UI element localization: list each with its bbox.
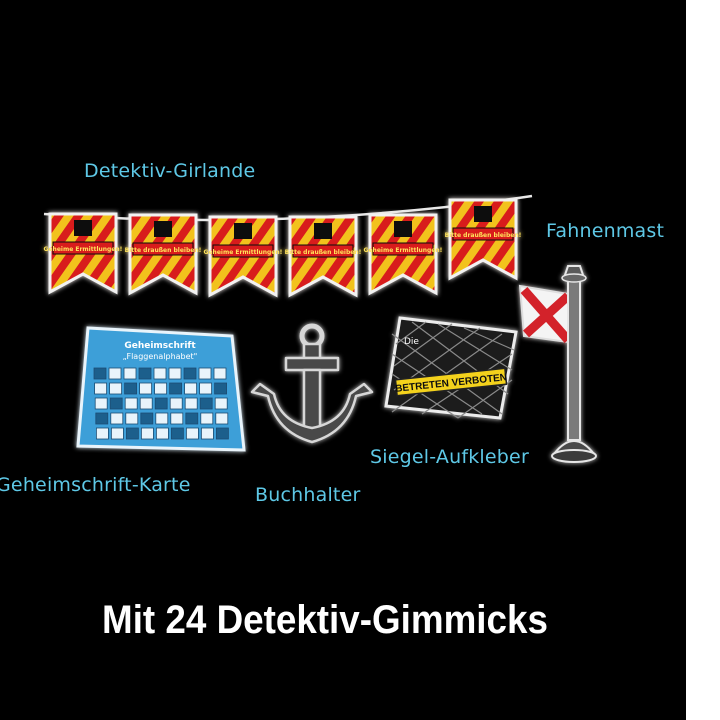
cipher-cell (168, 367, 182, 380)
cipher-cell (215, 412, 229, 425)
anchor-icon (250, 323, 374, 444)
cipher-cell (138, 367, 152, 380)
cipher-cell (214, 397, 228, 410)
pole-icon (567, 279, 581, 441)
cipher-cell (214, 382, 228, 395)
cipher-cell (184, 382, 197, 395)
cipher-cell (156, 427, 169, 440)
detective-garland: Geheime Ermittlungen!Bitte draußen bleib… (44, 194, 533, 298)
cipher-cell (109, 382, 122, 395)
cipher-cell (109, 397, 123, 410)
pennant-banner-text: Geheime Ermittlungen! (364, 247, 443, 254)
headline: Mit 24 Detektiv-Gimmicks (102, 598, 548, 642)
cipher-cell (95, 412, 109, 425)
pennant-banner-text: Bitte draußen bleiben! (125, 247, 202, 254)
anchor-bookend-item (250, 323, 374, 444)
cipher-cell (200, 412, 214, 425)
cipher-cell (170, 412, 184, 425)
cipher-cell (169, 397, 183, 410)
pennant: Geheime Ermittlungen! (44, 212, 123, 295)
pennant-banner-text: Bitte draußen bleiben! (285, 249, 362, 256)
seal-sticker-item: Die BETRETEN VERBOTEN (384, 316, 518, 420)
cipher-cell (126, 427, 139, 440)
cipher-cell (183, 367, 197, 380)
cipher-cell (154, 382, 167, 395)
cipher-cell (124, 397, 138, 410)
cipher-cell (169, 382, 182, 395)
cipher-card-item: Geheimschrift „Flaggenalphabet" (76, 326, 246, 452)
cipher-cell (139, 382, 152, 395)
pennant: Geheime Ermittlungen! (204, 215, 283, 298)
cipher-cell (155, 412, 169, 425)
cipher-cell (124, 382, 137, 395)
pennant: Bitte draußen bleiben! (445, 198, 522, 281)
cipher-cell (199, 397, 213, 410)
label-seal-sticker: Siegel-Aufkleber (370, 446, 529, 468)
cipher-cell (110, 412, 124, 425)
pennant-banner-text: Bitte draußen bleiben! (445, 232, 522, 239)
pennant: Bitte draußen bleiben! (125, 213, 202, 296)
cipher-cell (93, 367, 107, 380)
cipher-cell (140, 412, 154, 425)
label-bookend: Buchhalter (255, 484, 361, 506)
cipher-cell (215, 427, 229, 440)
cipher-cell (199, 382, 212, 395)
cipher-cell (111, 427, 124, 440)
sticker-sign (394, 367, 508, 397)
cipher-cell (94, 382, 108, 395)
label-cipher-card: Geheimschrift-Karte (0, 474, 191, 496)
cipher-cell (185, 412, 199, 425)
cipher-card-title-line1: Geheimschrift (124, 341, 196, 351)
cipher-cell (213, 367, 227, 380)
pennant: Geheime Ermittlungen! (364, 213, 443, 296)
cipher-cell (198, 367, 212, 380)
pennant-banner-text: Geheime Ermittlungen! (44, 246, 123, 253)
cipher-cell (95, 427, 109, 440)
product-illustration: Geheime Ermittlungen!Bitte draußen bleib… (0, 0, 686, 720)
cipher-cell (139, 397, 153, 410)
label-flagpole: Fahnenmast (546, 220, 665, 242)
cipher-card-title-line2: „Flaggenalphabet" (123, 352, 198, 361)
pennant-banner-text: Geheime Ermittlungen! (204, 249, 283, 256)
pennant: Bitte draußen bleiben! (285, 215, 362, 298)
cipher-cell (94, 397, 108, 410)
cipher-cell (154, 397, 168, 410)
cipher-cell (153, 367, 167, 380)
cipher-cell (200, 427, 214, 440)
cipher-cell (184, 397, 198, 410)
cipher-cell (123, 367, 137, 380)
cipher-cell (186, 427, 199, 440)
flagpole-item (518, 265, 597, 463)
cipher-cell (125, 412, 139, 425)
label-garland: Detektiv-Girlande (84, 160, 256, 182)
svg-text:Die: Die (404, 337, 419, 347)
cipher-cell (108, 367, 122, 380)
cipher-cell (141, 427, 154, 440)
cipher-cell (171, 427, 184, 440)
